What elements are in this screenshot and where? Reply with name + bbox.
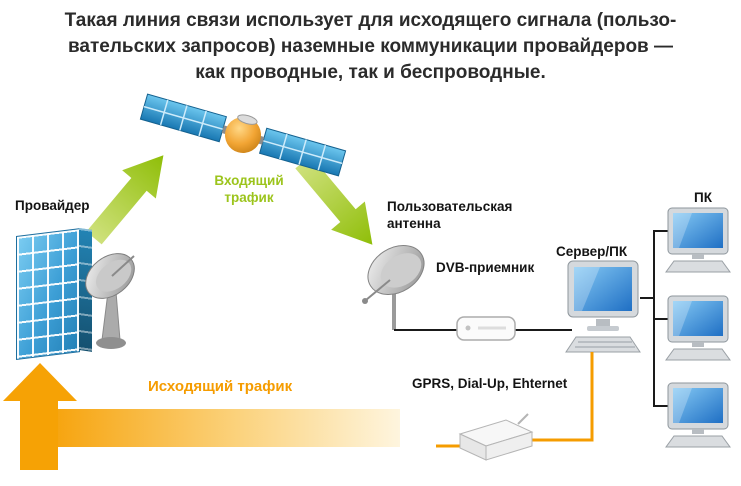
dvb-receiver-icon — [456, 316, 516, 341]
modem-icon — [458, 413, 534, 461]
pc-icon — [665, 295, 731, 361]
pc-bus-line — [653, 230, 655, 407]
pc-stub-line — [655, 318, 668, 320]
pc-icon — [665, 382, 731, 448]
modem-protocols-label: GPRS, Dial-Up, Ehternet — [412, 376, 568, 391]
outgoing-traffic-label: Исходящий трафик — [148, 378, 293, 395]
server-bus-line — [640, 297, 654, 299]
building-front-face — [16, 228, 80, 360]
pc-stub-line — [655, 230, 668, 232]
downlink-arrow-icon — [295, 155, 373, 245]
outgoing-arrow-icon — [3, 363, 400, 470]
page-title: Такая линия связи использует для исходящ… — [0, 8, 741, 86]
title-line: как проводные, так и беспроводные. — [195, 62, 546, 83]
satellite-icon — [139, 93, 347, 177]
pc-stub-line — [655, 405, 668, 407]
provider-label: Провайдер — [15, 198, 90, 213]
dvb-receiver-label: DVB-приемник — [436, 260, 535, 275]
title-line: вательских запросов) наземные коммуникац… — [67, 36, 674, 57]
server-pc-icon — [565, 260, 641, 353]
server-pc-label: Сервер/ПК — [556, 244, 628, 259]
pc-icon — [665, 207, 731, 273]
user-antenna-label: Пользовательская антенна — [387, 199, 513, 231]
provider-dish-icon — [85, 253, 135, 349]
user-antenna-icon — [362, 244, 425, 330]
title-line: Такая линия связи использует для исходящ… — [64, 10, 677, 31]
pc-label: ПК — [694, 190, 712, 205]
incoming-traffic-label: Входящий трафик — [214, 173, 284, 205]
uplink-arrow-icon — [86, 155, 164, 245]
modem-cable-icon — [436, 352, 594, 448]
